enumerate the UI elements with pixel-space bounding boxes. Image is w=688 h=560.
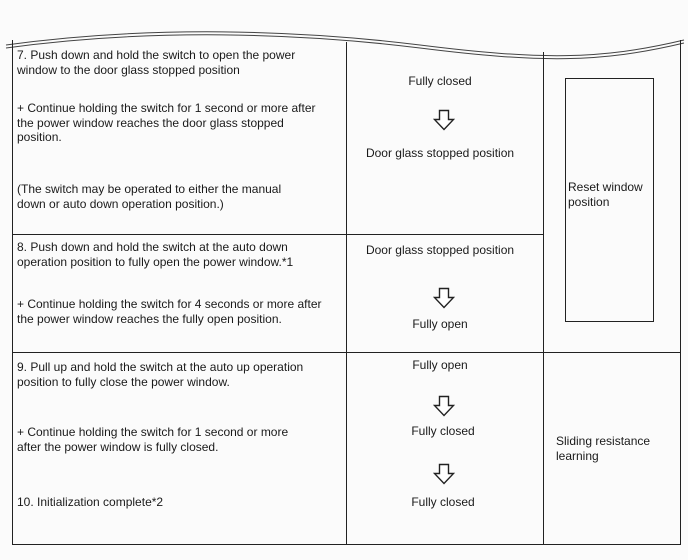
state-7-to: Door glass stopped position xyxy=(365,146,515,160)
down-arrow-icon xyxy=(433,287,455,309)
down-arrow-icon xyxy=(433,395,455,417)
state-9-to: Fully closed xyxy=(411,424,475,438)
state-8-to: Fully open xyxy=(412,317,468,331)
phase-sliding-resistance-learning: Sliding resistance learning xyxy=(556,434,651,463)
step-7-note: (The switch may be operated to either th… xyxy=(17,182,282,211)
step-8-instruction: 8. Push down and hold the switch at the … xyxy=(17,240,294,269)
down-arrow-icon xyxy=(433,109,455,131)
break-line xyxy=(5,31,685,57)
step-9-continue: + Continue holding the switch for 1 seco… xyxy=(17,425,289,454)
state-8-from: Door glass stopped position xyxy=(365,243,515,257)
reset-window-box xyxy=(565,78,654,322)
step-9-instruction: 9. Pull up and hold the switch at the au… xyxy=(17,360,304,389)
state-7-from: Fully closed xyxy=(408,74,472,88)
break-line-2 xyxy=(5,34,685,60)
step-8-continue: + Continue holding the switch for 4 seco… xyxy=(17,297,322,326)
state-9-from: Fully open xyxy=(412,358,468,372)
step-7-instruction: 7. Push down and hold the switch to open… xyxy=(17,48,296,77)
state-10: Fully closed xyxy=(411,495,475,509)
phase-reset-window-position: Reset window position xyxy=(568,180,643,209)
down-arrow-icon xyxy=(433,463,455,485)
step-10-complete: 10. Initialization complete*2 xyxy=(17,495,164,509)
step-7-continue: + Continue holding the switch for 1 seco… xyxy=(17,101,316,144)
